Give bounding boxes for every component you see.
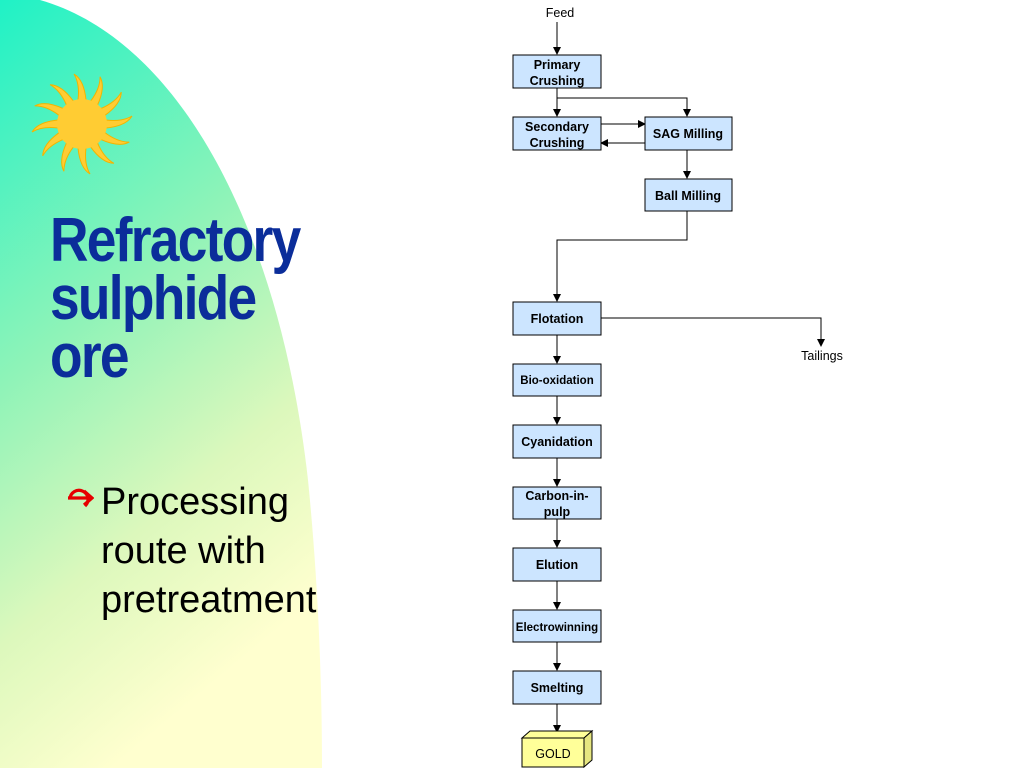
primary-crushing-label-2: Crushing	[530, 74, 585, 88]
cyanidation-label: Cyanidation	[521, 435, 593, 449]
title-line-1: Refractory	[50, 206, 301, 275]
flotation-box	[512, 301, 602, 336]
carbon-in-pulp-box	[512, 486, 602, 520]
flotation-label: Flotation	[531, 312, 584, 326]
arrow-ball-to-flotation	[553, 211, 688, 302]
bullet-line-3: pretreatment	[101, 579, 317, 621]
cyanidation-box	[512, 424, 602, 459]
elution-box	[512, 547, 602, 582]
carbon-in-pulp-label-1: Carbon-in-	[525, 489, 588, 503]
curved-arrow-bullet-icon	[68, 488, 94, 508]
electrowinning-label: Electrowinning	[516, 622, 598, 634]
feed-label: Feed	[546, 6, 575, 20]
electrowinning-box	[512, 609, 602, 643]
primary-crushing-label-1: Primary	[534, 58, 581, 72]
primary-crushing-box	[512, 54, 602, 89]
background-gradient-panel	[0, 0, 322, 768]
secondary-crushing-box	[512, 116, 602, 151]
gold-label: GOLD	[535, 747, 570, 761]
page-title: Refractory sulphide ore	[50, 206, 301, 391]
bullet-line-2: route with	[101, 530, 266, 572]
title-line-3: ore	[50, 322, 130, 391]
bullet-text: Processing route with pretreatment	[101, 478, 316, 625]
arrow-primary-to-sag	[557, 97, 691, 117]
sun-icon	[31, 73, 133, 175]
smelting-box	[512, 670, 602, 705]
ball-milling-box	[644, 178, 733, 212]
sag-milling-label: SAG Milling	[653, 127, 723, 141]
secondary-crushing-label-2: Crushing	[530, 136, 585, 150]
ball-milling-label: Ball Milling	[655, 189, 721, 203]
carbon-in-pulp-label-2: pulp	[544, 505, 571, 519]
title-line-2: sulphide	[50, 264, 257, 333]
tailings-label: Tailings	[801, 349, 843, 363]
elution-label: Elution	[536, 558, 578, 572]
smelting-label: Smelting	[531, 681, 584, 695]
arrow-flotation-to-tailings	[601, 317, 825, 347]
bio-oxidation-box	[512, 363, 602, 397]
bio-oxidation-label: Bio-oxidation	[520, 375, 593, 387]
bullet-line-1: Processing	[101, 481, 289, 523]
sag-milling-box	[644, 116, 733, 151]
gold-box	[520, 729, 594, 768]
secondary-crushing-label-1: Secondary	[525, 120, 589, 134]
